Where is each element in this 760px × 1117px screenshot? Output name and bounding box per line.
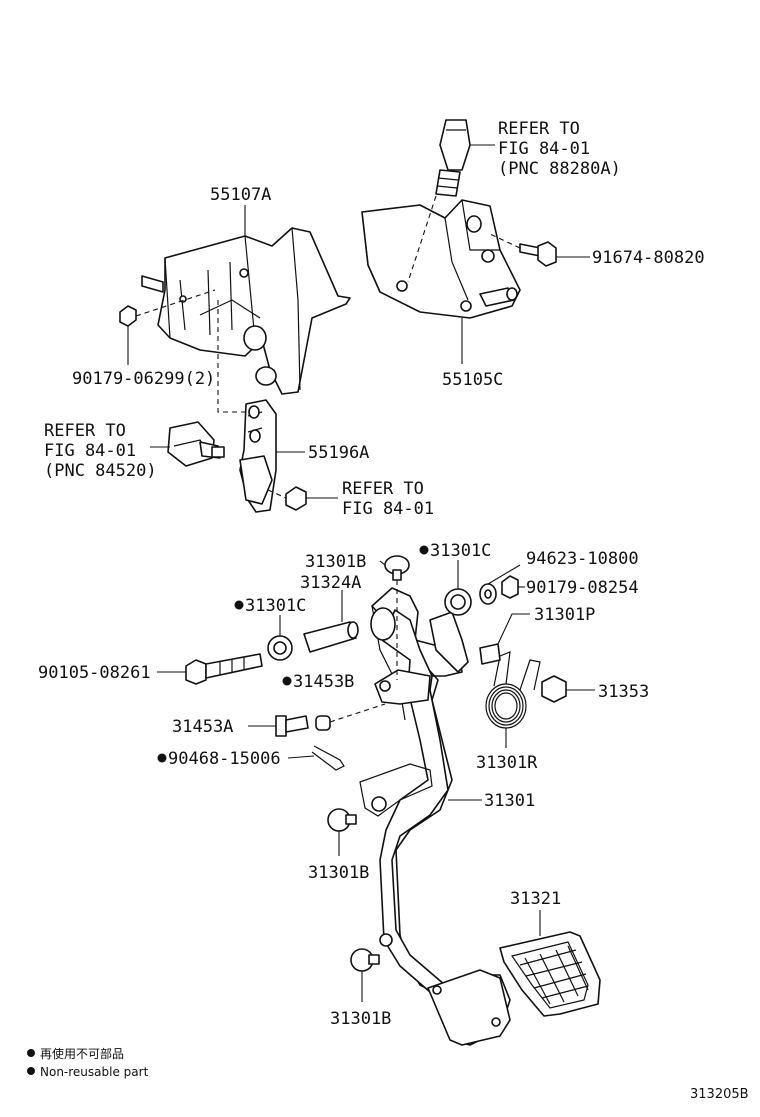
label-90105-08261: 90105-08261 bbox=[38, 663, 151, 683]
bolt-90105-08261 bbox=[185, 653, 263, 685]
nut-31353 bbox=[541, 675, 567, 703]
leader-31301p bbox=[497, 613, 530, 645]
label-91674-80820: 91674-80820 bbox=[592, 248, 705, 268]
label-31301b-mid: 31301B bbox=[308, 863, 369, 883]
label-31301b-top: 31301B bbox=[305, 552, 366, 572]
legend-dot-japanese bbox=[27, 1049, 35, 1057]
nut-refer bbox=[285, 486, 307, 511]
cushion-31301b-mid bbox=[327, 808, 357, 832]
legend: 再使用不可部品 Non-reusable part bbox=[27, 1046, 149, 1079]
label-refer-left-1: REFER TO bbox=[44, 421, 126, 441]
label-31301p: 31301P bbox=[534, 605, 595, 625]
label-55105c: 55105C bbox=[442, 370, 503, 390]
label-refer-top-1: REFER TO bbox=[498, 119, 580, 139]
label-refer-nut-2: FIG 84-01 bbox=[342, 499, 434, 519]
label-31301c-right: 31301C bbox=[430, 541, 491, 561]
bushing-31301c-left bbox=[267, 635, 293, 661]
leader-31301b-top bbox=[379, 560, 386, 566]
legend-english: Non-reusable part bbox=[40, 1065, 149, 1079]
cushion-31301b-bottom bbox=[350, 948, 380, 972]
leader-94623-10800 bbox=[487, 564, 521, 585]
pedal-arm-31301 bbox=[359, 587, 511, 1046]
bracket-55107a bbox=[141, 227, 351, 395]
label-31324a: 31324A bbox=[300, 573, 361, 593]
nut-90179-06299 bbox=[119, 305, 137, 327]
label-refer-top-2: FIG 84-01 bbox=[498, 139, 590, 159]
label-90468-15006: 90468-15006 bbox=[168, 749, 281, 769]
label-31301r: 31301R bbox=[476, 753, 538, 773]
label-refer-left-3: (PNC 84520) bbox=[44, 461, 157, 481]
bushing-31453b bbox=[315, 715, 331, 731]
bolt-91674-80820 bbox=[519, 241, 557, 267]
stop-lamp-switch-left bbox=[167, 421, 225, 467]
nut-90179-08254 bbox=[501, 575, 519, 599]
label-31301b-bottom: 31301B bbox=[330, 1009, 391, 1029]
label-31301c-left: 31301C bbox=[245, 596, 306, 616]
label-31453b: 31453B bbox=[293, 672, 354, 692]
cushion-31301b-top bbox=[384, 555, 410, 581]
leader-90468-15006 bbox=[287, 755, 315, 759]
label-refer-left-2: FIG 84-01 bbox=[44, 441, 136, 461]
legend-japanese: 再使用不可部品 bbox=[40, 1046, 124, 1061]
clip-90468-15006 bbox=[311, 745, 345, 771]
label-31321: 31321 bbox=[510, 889, 561, 909]
bushing-31301c-right bbox=[444, 588, 472, 616]
clip-31301p bbox=[479, 643, 501, 665]
label-94623-10800: 94623-10800 bbox=[526, 549, 639, 569]
bracket-55196a bbox=[239, 399, 277, 513]
label-90179-06299: 90179-06299(2) bbox=[72, 369, 215, 389]
label-refer-nut-1: REFER TO bbox=[342, 479, 424, 499]
label-31301: 31301 bbox=[484, 791, 535, 811]
label-55196a: 55196A bbox=[308, 443, 369, 463]
label-31353: 31353 bbox=[598, 682, 649, 702]
bracket-55105c bbox=[361, 199, 521, 319]
legend-dot-english bbox=[27, 1067, 35, 1075]
non-reusable-dot bbox=[157, 753, 167, 763]
non-reusable-dot bbox=[234, 600, 244, 610]
non-reusable-dot bbox=[282, 676, 292, 686]
label-refer-top-3: (PNC 88280A) bbox=[498, 159, 621, 179]
return-spring-31301r bbox=[485, 651, 541, 729]
non-reusable-dot bbox=[419, 545, 429, 555]
stop-lamp-switch-top bbox=[435, 119, 471, 197]
pin-31453a bbox=[275, 715, 309, 737]
washer-94623-10800 bbox=[479, 583, 497, 605]
collar-31324a bbox=[303, 621, 359, 653]
pedal-pad-31321 bbox=[499, 931, 601, 1017]
label-55107a: 55107A bbox=[210, 185, 271, 205]
label-90179-08254: 90179-08254 bbox=[526, 578, 639, 598]
label-31453a: 31453A bbox=[172, 717, 233, 737]
figure-code: 313205B bbox=[690, 1087, 749, 1102]
